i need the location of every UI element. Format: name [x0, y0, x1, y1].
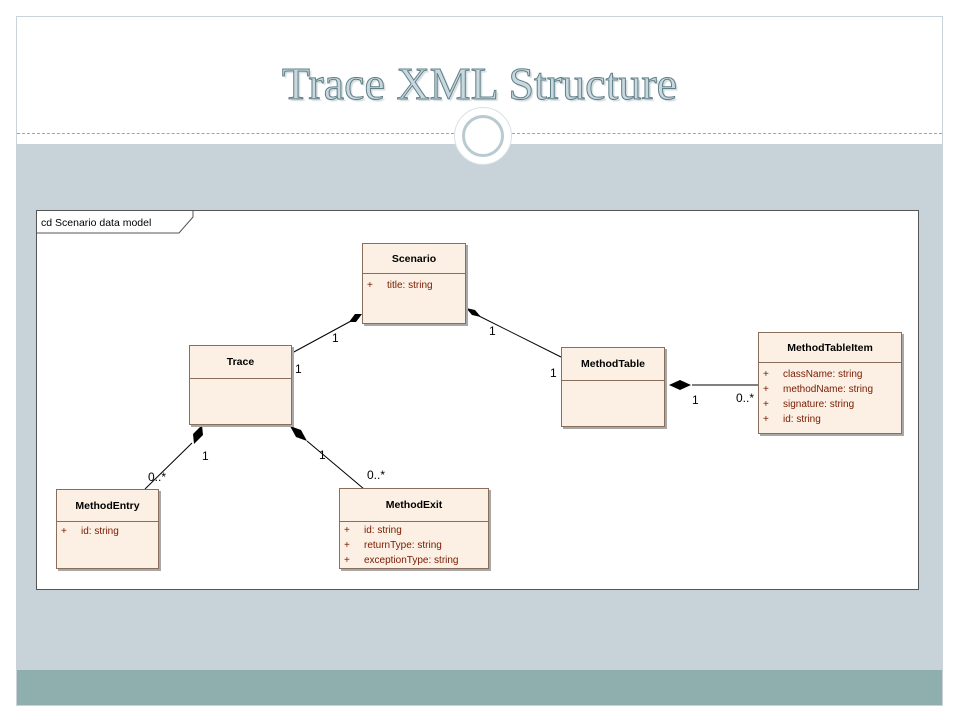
- class-attribute: + className: string: [759, 367, 901, 382]
- class-methodtable: MethodTable: [561, 347, 665, 427]
- class-methodtableitem: MethodTableItem + className: string + me…: [758, 332, 902, 434]
- class-attribute: + id: string: [759, 412, 901, 427]
- attribute-visibility: +: [763, 384, 769, 395]
- class-name: Scenario: [363, 244, 465, 274]
- class-attributes: + id: string + returnType: string + exce…: [340, 522, 488, 568]
- attribute-visibility: +: [61, 526, 67, 537]
- assoc-scenario-methodtable: [476, 314, 562, 358]
- class-attribute: + methodName: string: [759, 382, 901, 397]
- circle-ornament-icon: [454, 107, 512, 165]
- composition-diamond-trace-exit: [290, 426, 307, 441]
- attribute-visibility: +: [344, 555, 350, 566]
- class-attributes: + className: string + methodName: string…: [759, 363, 901, 427]
- assoc-scenario-trace: [291, 320, 352, 354]
- multiplicity-label: 1: [550, 366, 557, 380]
- class-methodexit: MethodExit + id: string + returnType: st…: [339, 488, 489, 569]
- assoc-trace-entry: [144, 442, 193, 490]
- attribute-text: returnType: string: [364, 540, 442, 551]
- composition-diamond-scenario-methodtable: [466, 308, 481, 317]
- class-scenario: Scenario + title: string: [362, 243, 466, 324]
- class-name: MethodTable: [562, 348, 664, 381]
- class-methodentry: MethodEntry + id: string: [56, 489, 159, 569]
- multiplicity-label: 1: [332, 331, 339, 345]
- diagram-connectors: [37, 211, 758, 490]
- attribute-text: id: string: [783, 414, 821, 425]
- class-attribute: + title: string: [363, 278, 465, 293]
- class-attribute: + returnType: string: [340, 538, 488, 553]
- class-attribute: + id: string: [57, 524, 158, 539]
- circle-ornament-ring: [462, 115, 504, 157]
- attribute-visibility: +: [763, 414, 769, 425]
- multiplicity-label: 1: [489, 324, 496, 338]
- multiplicity-label: 1: [692, 393, 699, 407]
- attribute-text: id: string: [81, 526, 119, 537]
- class-attributes: + id: string: [57, 522, 158, 539]
- attribute-text: signature: string: [783, 399, 855, 410]
- slide-title: Trace XML Structure: [281, 58, 678, 109]
- class-attributes: + title: string: [363, 274, 465, 293]
- attribute-text: exceptionType: string: [364, 555, 459, 566]
- attribute-visibility: +: [763, 369, 769, 380]
- composition-diamond-trace-entry: [193, 425, 203, 444]
- attribute-text: title: string: [387, 280, 433, 291]
- multiplicity-label: 1: [319, 448, 326, 462]
- attribute-visibility: +: [344, 540, 350, 551]
- multiplicity-label: 0..*: [736, 391, 755, 405]
- multiplicity-label: 1: [295, 362, 302, 376]
- composition-diamond-scenario-trace: [349, 314, 362, 322]
- frame-label-tab: [37, 211, 194, 234]
- class-attribute: + signature: string: [759, 397, 901, 412]
- attribute-text: id: string: [364, 525, 402, 536]
- uml-class-diagram: cd Scenario data model Scenario + title:…: [36, 210, 919, 590]
- attribute-text: className: string: [783, 369, 863, 380]
- footer-band: [17, 670, 942, 705]
- class-attribute: + exceptionType: string: [340, 553, 488, 568]
- class-name: MethodTableItem: [759, 333, 901, 363]
- multiplicity-label: 0..*: [148, 470, 167, 484]
- attribute-visibility: +: [367, 280, 373, 291]
- frame-label: cd Scenario data model: [41, 217, 152, 229]
- attribute-text: methodName: string: [783, 384, 874, 395]
- attribute-visibility: +: [344, 525, 350, 536]
- class-name: Trace: [190, 346, 291, 379]
- class-attribute: + id: string: [340, 523, 488, 538]
- attribute-visibility: +: [763, 399, 769, 410]
- title-divider-right: [512, 133, 942, 134]
- class-name: MethodEntry: [57, 490, 158, 522]
- composition-diamond-methodtable-item: [669, 380, 691, 390]
- multiplicity-label: 0..*: [367, 468, 386, 482]
- class-trace: Trace: [189, 345, 292, 425]
- multiplicity-label: 1: [202, 449, 209, 463]
- class-name: MethodExit: [340, 489, 488, 522]
- assoc-trace-exit: [306, 440, 365, 490]
- title-divider-left: [17, 133, 454, 134]
